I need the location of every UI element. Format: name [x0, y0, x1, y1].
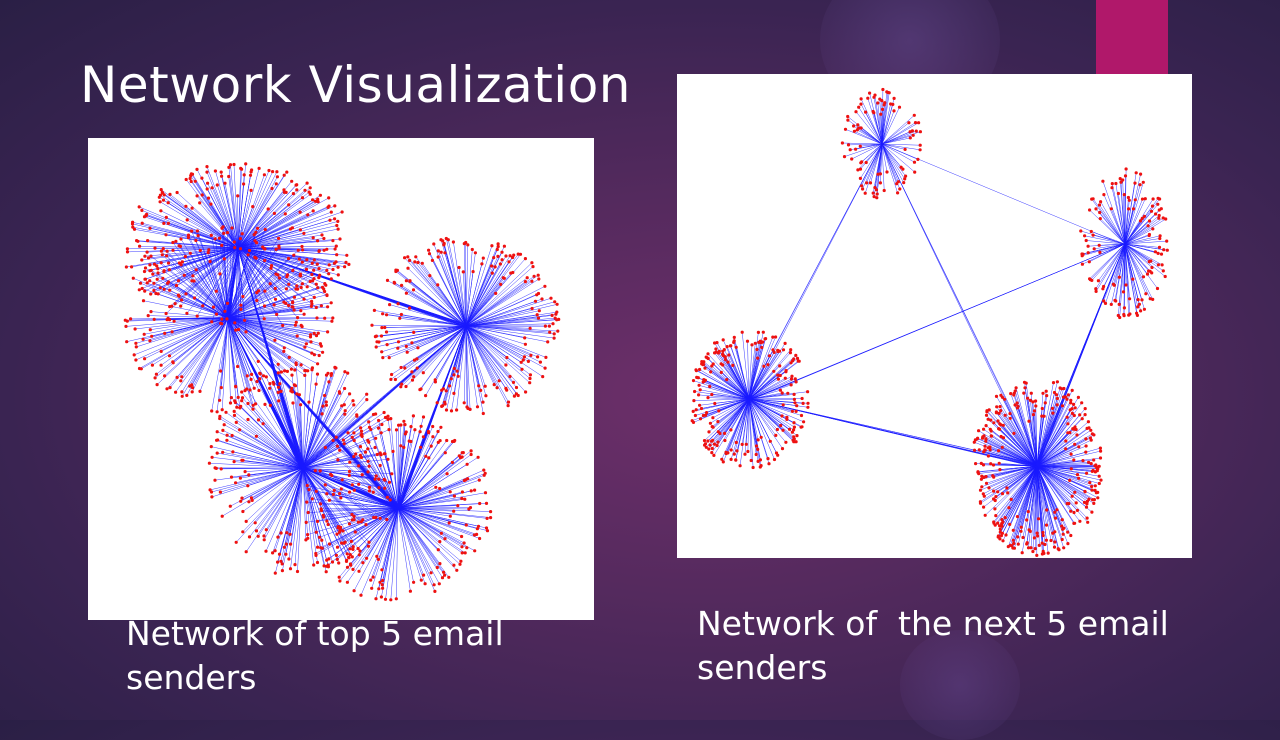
- slide: Network Visualization Network of top 5 e…: [80, 0, 1192, 740]
- left-network-nodes: [123, 162, 561, 602]
- left-network-edges: [125, 163, 559, 600]
- network-graph-next-5: [690, 87, 1169, 558]
- network-image-next-5: [677, 74, 1192, 558]
- slide-title: Network Visualization: [80, 56, 631, 114]
- left-network-edge-paths: [125, 163, 559, 600]
- network-image-top-5: [88, 138, 594, 620]
- right-network-node-dots: [690, 87, 1169, 558]
- right-network-edges: [692, 89, 1168, 556]
- caption-next-5: Network of the next 5 email senders: [697, 604, 1169, 687]
- network-graph-top-5: [123, 162, 561, 602]
- left-network-node-dots: [123, 162, 561, 602]
- right-network-edge-paths: [692, 89, 1168, 556]
- caption-top-5: Network of top 5 email senders: [126, 614, 504, 697]
- right-network-nodes: [690, 87, 1169, 558]
- accent-tab: [1096, 0, 1168, 84]
